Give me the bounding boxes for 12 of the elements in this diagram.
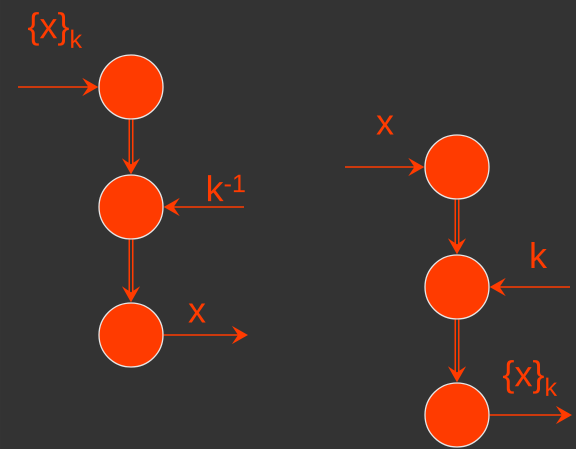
circle-node (98, 54, 164, 120)
circle-node (424, 254, 490, 320)
edge-label: k$^{-1}$ (208, 174, 245, 202)
circle-node (98, 174, 164, 240)
edge-label: x (188, 304, 206, 322)
edge-label: {x}$_{k}$ (28, 12, 82, 48)
circle-node (424, 382, 490, 448)
circle-node (424, 134, 490, 200)
circle-node (98, 302, 164, 368)
edge-label: {x}$_{k}$ (503, 360, 558, 396)
edge-label: k (531, 242, 548, 268)
edge-label: x (376, 116, 394, 134)
